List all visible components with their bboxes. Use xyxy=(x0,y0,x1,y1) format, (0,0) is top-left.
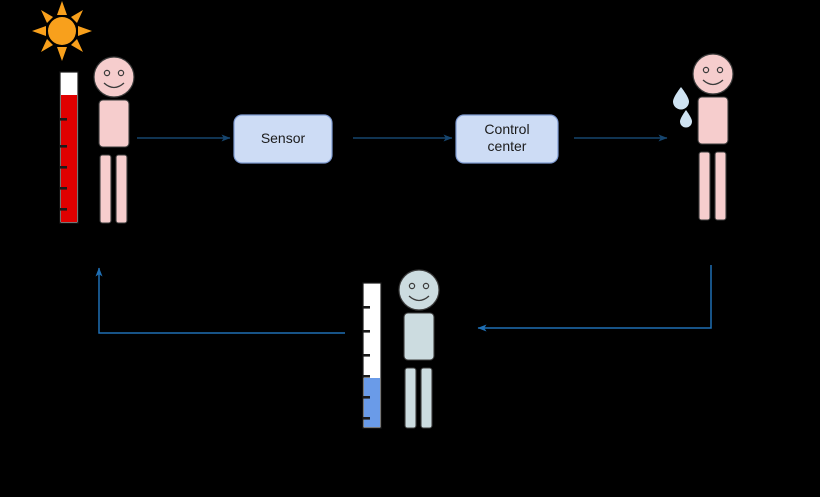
hot-person-figure xyxy=(93,56,135,224)
sweating-person-figure xyxy=(692,53,734,221)
arrow-sweating-person-to-cool-person xyxy=(477,265,712,332)
cool-person-figure xyxy=(398,269,440,429)
sun-icon xyxy=(32,1,92,61)
arrow-cool-person-to-hot-person xyxy=(95,267,345,334)
cool-thermometer xyxy=(362,282,382,429)
control-center-box[interactable] xyxy=(455,114,559,164)
sweat-droplet-icon xyxy=(673,87,692,128)
hot-thermometer xyxy=(59,71,79,224)
sensor-box[interactable] xyxy=(233,114,333,164)
